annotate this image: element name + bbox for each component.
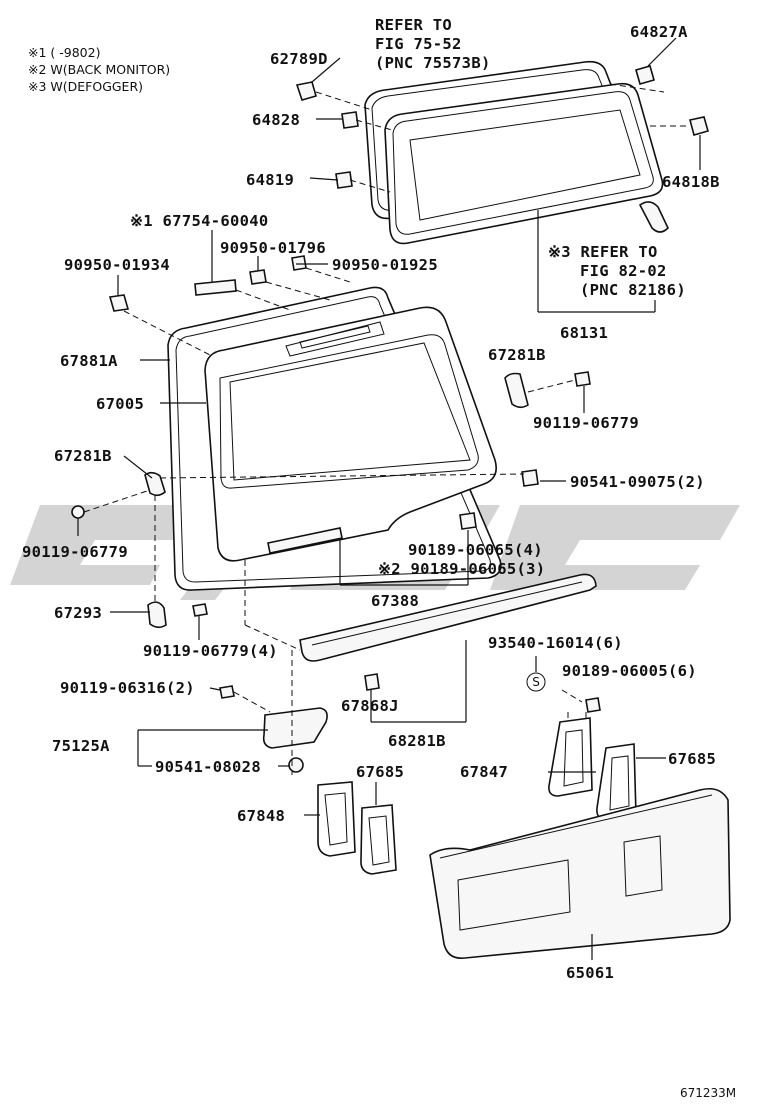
ref-fig82-line3: (PNC 82186) — [580, 281, 686, 299]
ref-fig75-line2: FIG 75-52 — [375, 35, 462, 53]
ref-fig75: REFER TO FIG 75-52 (PNC 75573B) — [375, 16, 491, 72]
label-67281B-right: 67281B — [488, 346, 546, 364]
label-90119-06316: 90119-06316(2) — [60, 679, 195, 697]
label-90541-08028: 90541-08028 — [155, 758, 261, 776]
label-67754-60040: ※1 67754-60040 — [130, 212, 269, 230]
dashed-guides — [83, 83, 690, 775]
label-67868J: 67868J — [341, 697, 399, 715]
label-90119-06779-right: 90119-06779 — [533, 414, 639, 432]
part-labels: 62789D 64827A 64828 64819 64818B ※1 6775… — [22, 23, 720, 982]
label-64819: 64819 — [246, 171, 294, 189]
note-3: ※3 W(DEFOGGER) — [28, 79, 143, 94]
label-67293: 67293 — [54, 604, 102, 622]
label-75125A: 75125A — [52, 737, 110, 755]
label-68281B: 68281B — [388, 732, 446, 750]
label-67281B-left: 67281B — [54, 447, 112, 465]
label-67848: 67848 — [237, 807, 285, 825]
lower-panel-parts — [317, 717, 731, 960]
label-90950-01796: 90950-01796 — [220, 239, 326, 257]
label-90541-09075: 90541-09075(2) — [570, 473, 705, 491]
leader-lines — [77, 37, 701, 960]
diagram-code: 671233M — [680, 1086, 736, 1100]
label-67685-left: 67685 — [356, 763, 404, 781]
label-64818B: 64818B — [662, 173, 720, 191]
note-2: ※2 W(BACK MONITOR) — [28, 62, 170, 77]
label-67881A: 67881A — [60, 352, 118, 370]
label-90119-06779-left: 90119-06779 — [22, 543, 128, 561]
s-mark-circle — [526, 672, 546, 692]
notes-block: ※1 ( -9802) ※2 W(BACK MONITOR) ※3 W(DEFO… — [28, 45, 170, 94]
label-68131: 68131 — [560, 324, 608, 342]
ref-fig75-line1: REFER TO — [375, 16, 452, 34]
ref-fig82: ※3 REFER TO FIG 82-02 (PNC 82186) — [548, 243, 686, 299]
s-mark: S — [532, 675, 540, 689]
label-62789D: 62789D — [270, 50, 328, 68]
label-90189-06005: 90189-06005(6) — [562, 662, 697, 680]
label-90189-06065-3: ※2 90189-06065(3) — [378, 560, 545, 578]
label-67847: 67847 — [460, 763, 508, 781]
ref-fig82-line1: ※3 REFER TO — [548, 243, 658, 261]
back-window-assembly — [364, 60, 664, 245]
left-side-parts — [71, 255, 328, 773]
label-67005: 67005 — [96, 395, 144, 413]
label-90950-01925: 90950-01925 — [332, 256, 438, 274]
label-90950-01934: 90950-01934 — [64, 256, 170, 274]
label-64828: 64828 — [252, 111, 300, 129]
right-side-parts — [299, 371, 601, 713]
clips-top — [295, 65, 709, 233]
label-67388: 67388 — [371, 592, 419, 610]
note-1: ※1 ( -9802) — [28, 45, 100, 60]
label-93540-16014: 93540-16014(6) — [488, 634, 623, 652]
label-90189-06065-4: 90189-06065(4) — [408, 541, 543, 559]
ref-fig75-line3: (PNC 75573B) — [375, 54, 491, 72]
ref-fig82-line2: FIG 82-02 — [580, 262, 667, 280]
back-door-assembly — [167, 286, 502, 591]
label-67685-right: 67685 — [668, 750, 716, 768]
label-65061: 65061 — [566, 964, 614, 982]
label-90119-06779-4: 90119-06779(4) — [143, 642, 278, 660]
label-64827A: 64827A — [630, 23, 688, 41]
